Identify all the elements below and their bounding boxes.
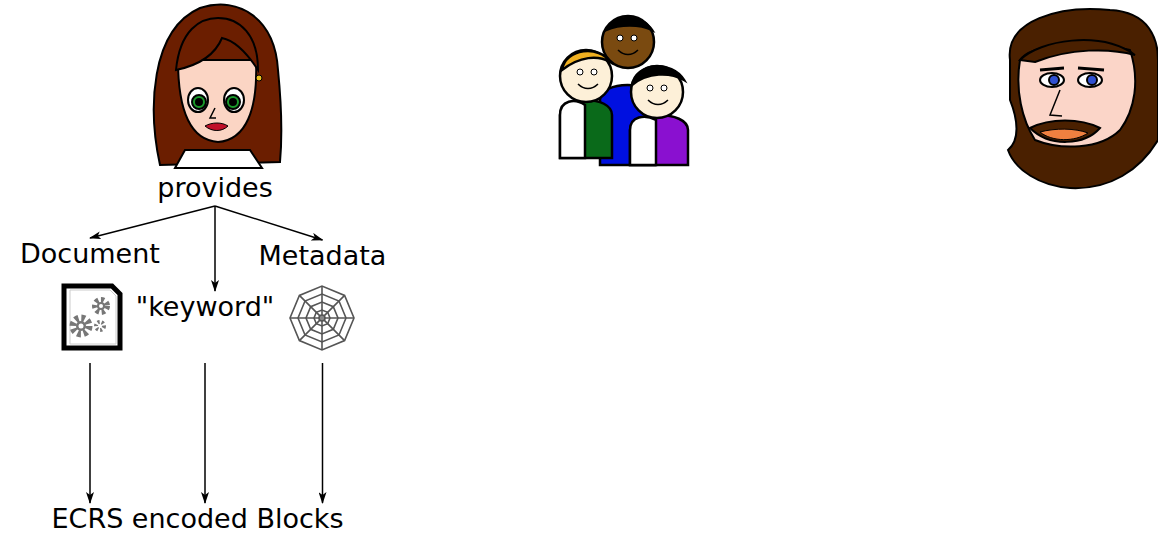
node-label: "keyword" <box>130 291 280 323</box>
node-label: ECRS encoded Blocks <box>40 503 355 535</box>
web-icon <box>290 286 354 350</box>
arrow-connector <box>322 363 324 503</box>
arrow-connector <box>215 206 323 240</box>
node-label: Document <box>15 238 165 270</box>
group-avatar <box>560 16 688 165</box>
arrow-connector <box>90 206 215 238</box>
arrow-connector <box>214 206 216 291</box>
node-label: provides <box>150 172 280 204</box>
man-avatar <box>1008 9 1158 188</box>
document-icon <box>64 286 120 348</box>
arrow-connector <box>204 363 206 503</box>
woman-avatar <box>154 5 281 168</box>
arrow-connector <box>89 363 91 503</box>
text-node: Metadata <box>255 240 390 363</box>
text-node: ECRS encoded Blocks <box>40 503 355 537</box>
text-node: provides <box>150 172 280 206</box>
node-label: Metadata <box>255 240 390 272</box>
text-node: "keyword" <box>130 291 280 363</box>
